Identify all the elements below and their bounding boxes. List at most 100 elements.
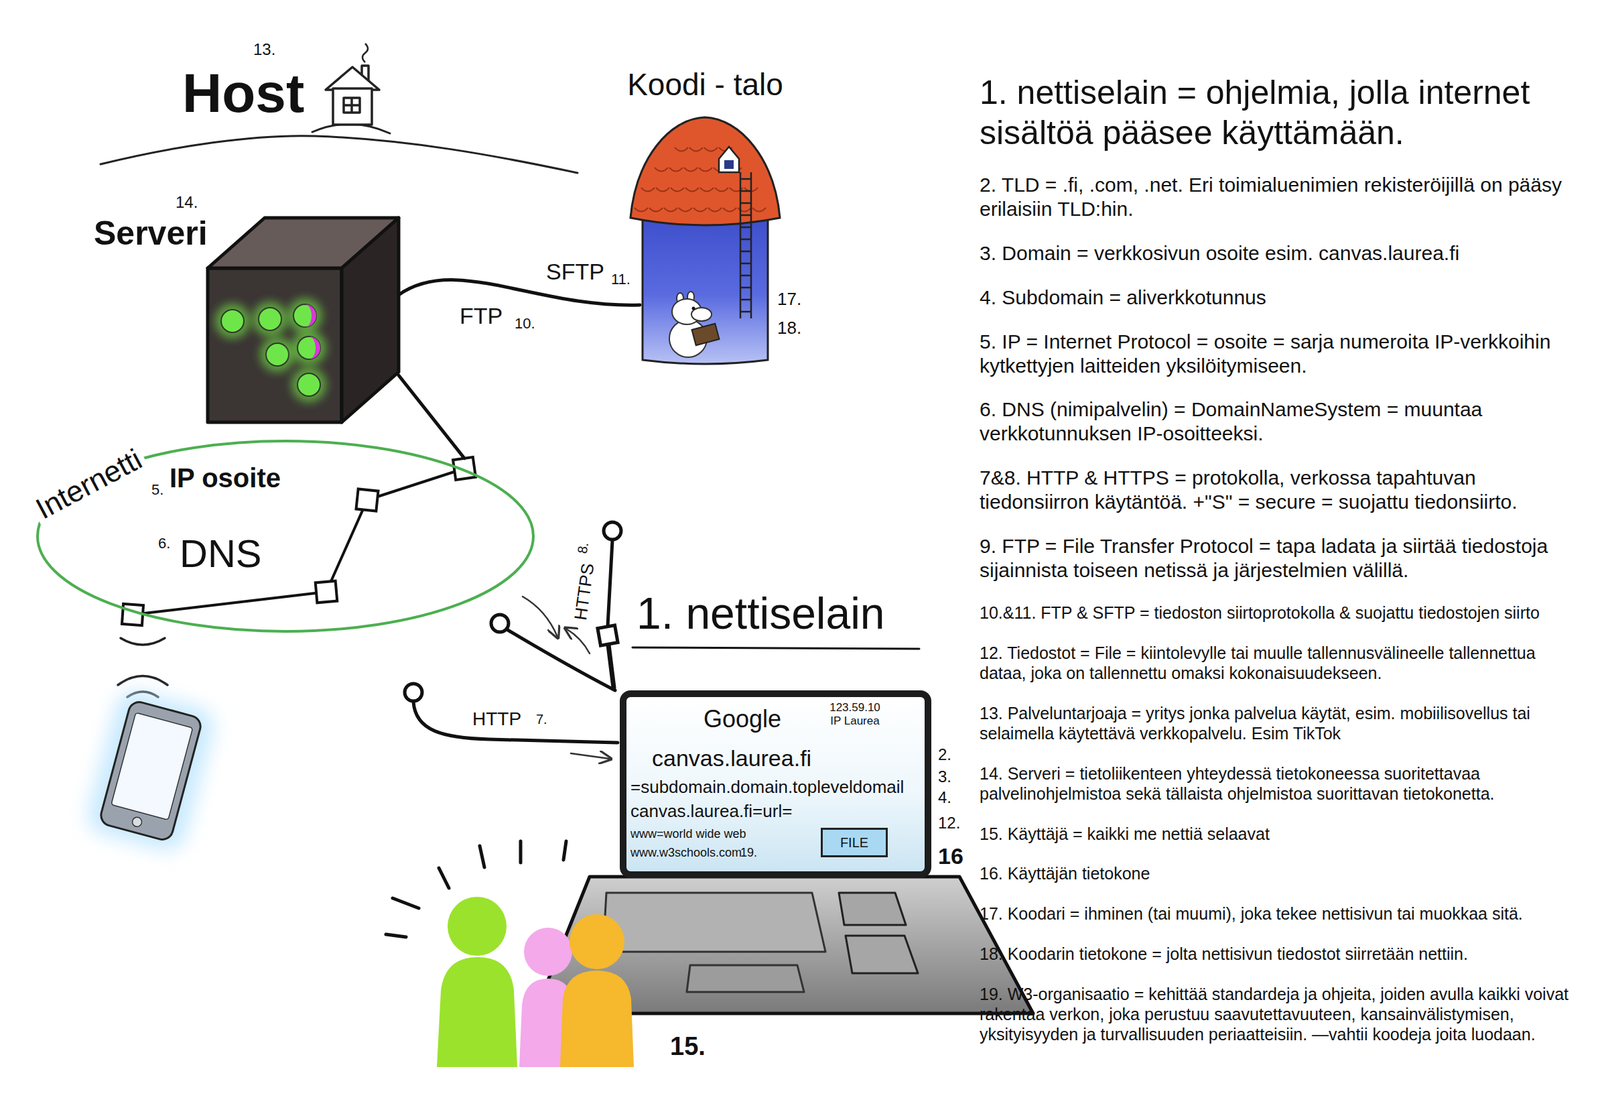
host-hill <box>100 123 578 173</box>
coder-tower <box>692 306 696 311</box>
coder-tower <box>669 167 683 172</box>
server-box <box>259 337 295 372</box>
edge-label: FTP <box>455 302 507 329</box>
coder-tower <box>634 207 648 212</box>
node-text: DNS <box>179 531 262 577</box>
server-box <box>341 217 399 423</box>
coder-tower <box>641 187 655 192</box>
data-flow-arrow <box>522 596 558 637</box>
coder-tower <box>634 147 766 212</box>
burst-lines <box>385 934 407 937</box>
phone <box>131 816 143 828</box>
user-figures <box>436 896 634 1067</box>
coder-tower <box>678 207 693 212</box>
callout-number: 11. <box>611 270 631 288</box>
laptop-base <box>845 935 918 973</box>
server-box <box>252 301 288 337</box>
protocol-label: HTTP <box>472 708 522 730</box>
coder-tower <box>714 187 729 192</box>
callout-number: 16 <box>938 842 964 870</box>
definition-item: 13. Palveluntarjoaja = yritys jonka palv… <box>979 702 1586 744</box>
protocol-endpoint <box>603 521 622 540</box>
coder-tower <box>740 202 752 205</box>
coder-tower: Koodi - talo <box>639 117 771 366</box>
screen-text: =subdomain.domain.topleveldomail <box>630 777 904 798</box>
network-node <box>356 489 379 512</box>
phone <box>83 686 219 855</box>
coder-tower <box>670 187 685 192</box>
server-box <box>291 330 327 366</box>
network-node <box>315 580 338 604</box>
server-box <box>291 367 327 403</box>
coder-tower <box>674 147 689 152</box>
definition-item: 3. Domain = verkkosivun osoite esim. can… <box>979 241 1586 266</box>
coder-tower <box>692 323 720 346</box>
screen-text: www.w3schools.com <box>630 845 742 860</box>
callout-number: 18. <box>777 318 802 339</box>
server-box <box>258 307 282 331</box>
coder-tower <box>740 172 752 319</box>
burst-lines <box>563 840 567 860</box>
callout-number: 17. <box>777 289 802 310</box>
server-box <box>221 309 244 333</box>
house-icon <box>325 43 380 125</box>
network-node <box>121 456 476 626</box>
callout-number: 10. <box>514 314 536 332</box>
host-title: Host <box>182 61 305 125</box>
callout-number: 13. <box>253 40 276 59</box>
coder-tower <box>740 250 752 253</box>
coder-tower <box>630 117 780 226</box>
coder-tower <box>740 274 752 277</box>
callout-number: 5. <box>151 481 164 498</box>
signal-arcs <box>120 637 165 645</box>
coder-tower <box>708 207 722 212</box>
browser-heading: 1. nettiselain <box>636 588 886 640</box>
callout-number: 12. <box>938 813 961 833</box>
user-figures <box>560 970 634 1067</box>
burst-lines <box>392 897 419 908</box>
coder-tower <box>639 117 771 366</box>
coder-tower <box>663 207 678 212</box>
callout-number: 14. <box>175 192 198 212</box>
laptop-base <box>838 892 906 925</box>
definition-item: 4. Subdomain = aliverkkotunnus <box>979 285 1586 310</box>
screen-text: www=world wide web <box>630 826 747 841</box>
heading-underline <box>632 647 920 649</box>
node-heading: Koodi - talo <box>609 67 801 103</box>
coder-tower <box>704 147 718 152</box>
definition-item: 10.&11. FTP & SFTP = tiedoston siirtopro… <box>979 602 1586 623</box>
server-box <box>304 304 317 327</box>
phone <box>98 699 203 842</box>
house-icon <box>362 43 368 63</box>
callout-number: 19. <box>740 845 758 860</box>
callout-number: 7. <box>536 711 548 727</box>
laptop-screen: Google123.59.10 IP Laureacanvas.laurea.f… <box>619 690 932 878</box>
server-box <box>297 373 321 396</box>
coder-tower <box>685 187 699 192</box>
house-icon <box>332 88 372 125</box>
coder-tower <box>689 147 703 152</box>
callout-number: 6. <box>158 534 171 552</box>
internet-ellipse: InternettiIP osoiteDNS <box>35 438 536 634</box>
callout-number: 15. <box>670 1031 706 1062</box>
server-box <box>215 303 250 339</box>
screen-text: 123.59.10 IP Laurea <box>827 700 883 727</box>
signal-arcs <box>117 637 168 697</box>
phone <box>83 686 219 855</box>
definition-item: 19. W3-organisaatio = kehittää standarde… <box>979 983 1586 1044</box>
house-icon <box>343 97 360 113</box>
coder-tower <box>740 238 752 241</box>
coder-tower <box>740 298 752 301</box>
definition-item: 16. Käyttäjän tietokone <box>979 862 1586 884</box>
server-box: Serveri <box>207 217 399 423</box>
definition-list: 1. nettiselain = ohjelmia, jolla interne… <box>979 72 1586 1044</box>
user-figures <box>569 913 625 969</box>
screen-text: Google <box>703 704 782 733</box>
definition-item: 15. Käyttäjä = kaikki me nettiä selaavat <box>979 823 1586 844</box>
definition-item: 2. TLD = .fi, .com, .net. Eri toimialuen… <box>979 172 1586 222</box>
definition-item: 6. DNS (nimipalvelin) = DomainNameSystem… <box>979 397 1586 446</box>
file-box: FILE <box>820 827 888 857</box>
coder-tower <box>693 207 707 212</box>
coder-tower <box>649 207 663 212</box>
